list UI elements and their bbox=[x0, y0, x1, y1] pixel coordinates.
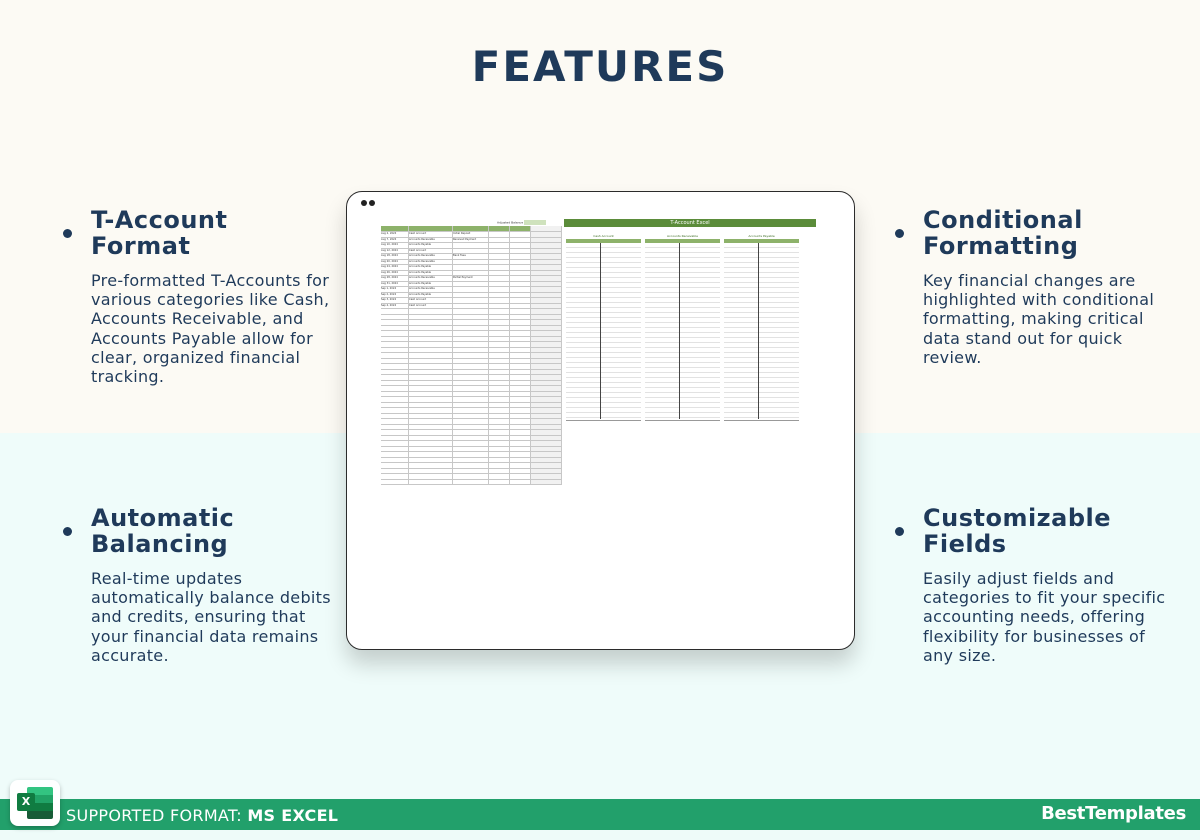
bullet-dot bbox=[895, 229, 904, 238]
ledger-row bbox=[381, 320, 562, 326]
adjusted-balance: Adjusted Balance bbox=[497, 220, 547, 225]
ledger-row bbox=[381, 446, 562, 452]
ledger-row bbox=[381, 386, 562, 392]
bullet-dot bbox=[895, 527, 904, 536]
ledger-header-row bbox=[381, 226, 562, 232]
ledger-row bbox=[381, 430, 562, 436]
t-account-receivable: Accounts Receivable bbox=[645, 234, 720, 421]
ledger-row bbox=[381, 408, 562, 414]
ledger-row bbox=[381, 325, 562, 331]
ledger-row bbox=[381, 479, 562, 485]
ledger-row bbox=[381, 474, 562, 480]
ledger-row bbox=[381, 402, 562, 408]
ledger-row bbox=[381, 468, 562, 474]
ledger-row bbox=[381, 364, 562, 370]
footer-bar bbox=[0, 799, 1200, 830]
ledger-row bbox=[381, 413, 562, 419]
window-dot-icon bbox=[361, 200, 367, 206]
feature-description: Real-time updates automatically balance … bbox=[91, 569, 331, 665]
ledger-row bbox=[381, 391, 562, 397]
window-dot-icon bbox=[369, 200, 375, 206]
ledger-row bbox=[381, 380, 562, 386]
ledger-row bbox=[381, 314, 562, 320]
t-account-name: Cash Account bbox=[593, 234, 614, 238]
t-account-payable: Accounts Payable bbox=[724, 234, 799, 421]
page-title: FEATURES bbox=[471, 42, 729, 91]
ledger-row bbox=[381, 336, 562, 342]
t-account-cash: Cash Account bbox=[566, 234, 641, 421]
ledger-row bbox=[381, 342, 562, 348]
ledger-row bbox=[381, 369, 562, 375]
ledger-row bbox=[381, 331, 562, 337]
ledger-row bbox=[381, 309, 562, 315]
t-account-name: Accounts Receivable bbox=[667, 234, 698, 238]
ledger-row bbox=[381, 441, 562, 447]
brand-logo: BestTemplates bbox=[1041, 803, 1186, 824]
t-account-title: T-Account Excel bbox=[564, 219, 816, 227]
feature-description: Pre-formatted T-Accounts for various cat… bbox=[91, 271, 330, 387]
ledger-row bbox=[381, 419, 562, 425]
ledger-row bbox=[381, 375, 562, 381]
bullet-dot bbox=[63, 229, 72, 238]
ledger-row bbox=[381, 347, 562, 353]
t-account-name: Accounts Payable bbox=[748, 234, 775, 238]
ledger-row bbox=[381, 397, 562, 403]
ledger-row bbox=[381, 358, 562, 364]
ledger-row bbox=[381, 452, 562, 458]
ledger-row bbox=[381, 424, 562, 430]
bullet-dot bbox=[63, 527, 72, 536]
ledger-row bbox=[381, 353, 562, 359]
ledger-row bbox=[381, 435, 562, 441]
supported-format: SUPPORTED FORMAT: MS EXCEL bbox=[66, 806, 339, 825]
ledger-row bbox=[381, 463, 562, 469]
ledger-row bbox=[381, 457, 562, 463]
excel-icon: X bbox=[10, 780, 60, 826]
feature-description: Easily adjust fields and categories to f… bbox=[923, 569, 1166, 665]
feature-description: Key financial changes are highlighted wi… bbox=[923, 271, 1155, 367]
